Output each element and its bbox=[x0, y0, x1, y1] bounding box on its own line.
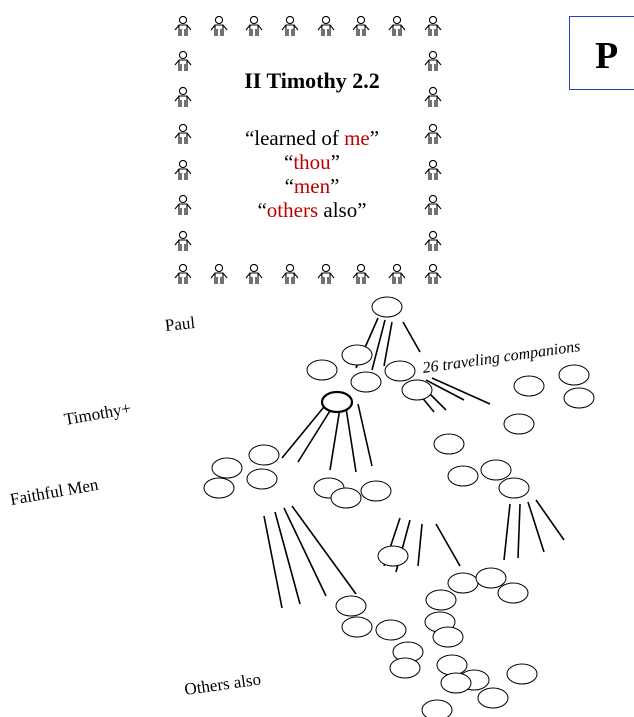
connector-line bbox=[274, 511, 301, 605]
person-icon bbox=[424, 86, 442, 107]
connector-line bbox=[357, 403, 373, 467]
connector-line bbox=[329, 407, 341, 471]
quote-others-also: “others also” bbox=[257, 198, 367, 222]
connector-line bbox=[535, 499, 565, 541]
person-icon bbox=[281, 263, 299, 284]
node-ellipse bbox=[384, 360, 416, 382]
person-icon bbox=[281, 15, 299, 36]
person-icon bbox=[424, 230, 442, 251]
connector-line bbox=[383, 321, 393, 367]
node-ellipse bbox=[401, 379, 433, 401]
corner-letter: P bbox=[595, 35, 619, 77]
node-ellipse bbox=[477, 687, 509, 709]
person-icon bbox=[245, 15, 263, 36]
person-icon bbox=[174, 15, 192, 36]
person-icon bbox=[352, 263, 370, 284]
node-ellipse bbox=[377, 545, 409, 567]
connector-line bbox=[345, 407, 357, 473]
node-ellipse bbox=[513, 375, 545, 397]
node-ellipse bbox=[211, 457, 243, 479]
person-icon bbox=[424, 15, 442, 36]
node-ellipse bbox=[558, 364, 590, 386]
person-icon bbox=[352, 15, 370, 36]
person-icon bbox=[317, 263, 335, 284]
node-ellipse bbox=[506, 663, 538, 685]
person-icon bbox=[424, 194, 442, 215]
node-ellipse bbox=[432, 626, 464, 648]
connector-line bbox=[425, 379, 465, 401]
node-ellipse bbox=[320, 390, 354, 414]
person-icon bbox=[245, 263, 263, 284]
person-icon bbox=[424, 159, 442, 180]
node-ellipse bbox=[360, 480, 392, 502]
person-icon bbox=[210, 263, 228, 284]
node-ellipse bbox=[341, 616, 373, 638]
connector-line bbox=[417, 523, 423, 567]
person-icon bbox=[424, 123, 442, 144]
node-ellipse bbox=[475, 567, 507, 589]
person-icon bbox=[174, 159, 192, 180]
connector-line bbox=[503, 503, 511, 561]
node-ellipse bbox=[335, 595, 367, 617]
node-ellipse bbox=[248, 444, 280, 466]
quote-learned-of-me: “learned of me” bbox=[244, 126, 380, 150]
connector-line bbox=[435, 523, 461, 567]
node-ellipse bbox=[389, 657, 421, 679]
person-icon bbox=[174, 86, 192, 107]
connector-line bbox=[291, 505, 357, 595]
node-ellipse bbox=[330, 487, 362, 509]
node-ellipse bbox=[447, 465, 479, 487]
person-icon bbox=[210, 15, 228, 36]
connector-line bbox=[283, 507, 327, 597]
person-icon bbox=[174, 263, 192, 284]
node-ellipse bbox=[480, 459, 512, 481]
node-ellipse bbox=[246, 468, 278, 490]
quote-men: “men” bbox=[284, 174, 340, 198]
node-ellipse bbox=[497, 582, 529, 604]
node-ellipse bbox=[341, 344, 373, 366]
node-ellipse bbox=[447, 572, 479, 594]
connector-line bbox=[263, 515, 283, 609]
node-ellipse bbox=[371, 296, 403, 318]
node-ellipse bbox=[563, 387, 595, 409]
node-ellipse bbox=[440, 672, 472, 694]
connector-line bbox=[281, 401, 329, 459]
node-ellipse bbox=[433, 433, 465, 455]
person-icon bbox=[317, 15, 335, 36]
node-ellipse bbox=[350, 371, 382, 393]
node-ellipse bbox=[306, 359, 338, 381]
corner-slide-box bbox=[569, 16, 634, 90]
node-ellipse bbox=[375, 619, 407, 641]
connector-line bbox=[371, 319, 386, 371]
connector-line bbox=[431, 377, 491, 405]
person-icon bbox=[424, 50, 442, 71]
person-icon bbox=[388, 263, 406, 284]
person-icon bbox=[174, 230, 192, 251]
node-ellipse bbox=[436, 654, 468, 676]
person-icon bbox=[424, 263, 442, 284]
connector-line bbox=[517, 503, 521, 559]
connector-line bbox=[402, 321, 421, 353]
person-icon bbox=[174, 123, 192, 144]
person-icon bbox=[174, 194, 192, 215]
node-ellipse bbox=[203, 477, 235, 499]
quote-thou: “thou” bbox=[284, 150, 340, 174]
node-ellipse bbox=[425, 589, 457, 611]
scripture-title: II Timothy 2.2 bbox=[244, 68, 380, 93]
node-ellipse bbox=[503, 413, 535, 435]
person-icon bbox=[388, 15, 406, 36]
node-ellipse bbox=[498, 477, 530, 499]
person-icon bbox=[174, 50, 192, 71]
connector-line bbox=[527, 501, 545, 553]
label-paul: Paul bbox=[163, 312, 196, 336]
connector-line bbox=[297, 405, 334, 463]
node-ellipse bbox=[421, 699, 453, 717]
